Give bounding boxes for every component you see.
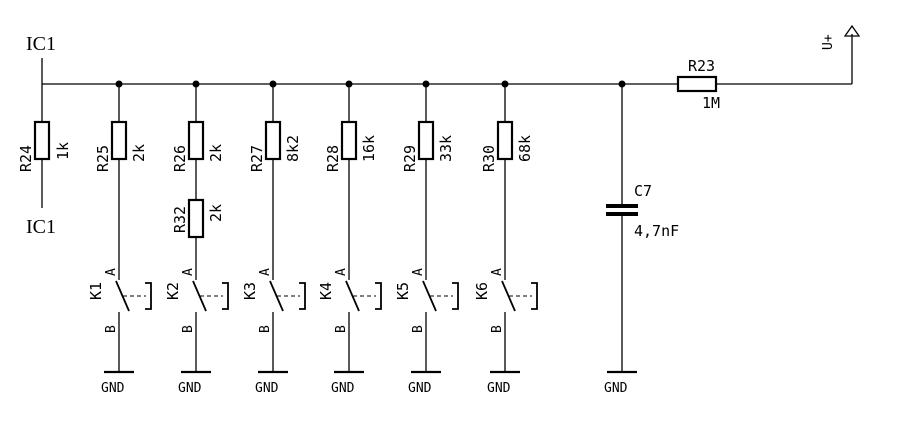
switch-name: K2 — [164, 282, 182, 300]
switch-pin-a: A — [411, 268, 426, 276]
r32-value: 2k — [207, 204, 225, 222]
branch-resistor-value: 33k — [437, 135, 455, 162]
switch-name: K4 — [317, 282, 335, 300]
supply-label: U+ — [821, 34, 836, 50]
switch-pin-b: B — [104, 325, 119, 333]
r24-name: R24 — [17, 145, 35, 172]
switch-name: K5 — [394, 282, 412, 300]
switch-actuator-bracket — [222, 282, 229, 310]
branch-resistor-name: R30 — [480, 145, 498, 172]
switch-pin-a: A — [334, 268, 349, 276]
switch-pin-a: A — [104, 268, 119, 276]
branch-resistor-body — [496, 120, 514, 161]
switch-actuator-bracket — [452, 282, 459, 310]
r24-body — [33, 120, 51, 161]
switch-pin-a: A — [490, 268, 505, 276]
branch-resistor-name: R29 — [401, 145, 419, 172]
ic1-top-label: IC1 — [26, 33, 56, 55]
switch-actuator-bracket — [145, 282, 152, 310]
switch-lever — [345, 280, 360, 312]
switch-pin-a: A — [181, 268, 196, 276]
c7-ground-label: GND — [604, 381, 628, 396]
switch-pin-b: B — [411, 325, 426, 333]
branch-resistor-value: 68k — [516, 135, 534, 162]
r23-value: 1M — [702, 94, 720, 112]
switch-pin-b: B — [334, 325, 349, 333]
branch-resistor-name: R28 — [324, 145, 342, 172]
ground-label: GND — [331, 381, 355, 396]
switch-pin-b: B — [258, 325, 273, 333]
supply-arrow — [843, 24, 861, 37]
ic1-bottom-label: IC1 — [26, 216, 56, 238]
branch-resistor-name: R25 — [94, 145, 112, 172]
switch-pin-b: B — [490, 325, 505, 333]
ground-label: GND — [101, 381, 125, 396]
switch-lever — [269, 280, 284, 312]
switch-name: K1 — [87, 282, 105, 300]
switch-lever — [422, 280, 437, 312]
ground-label: GND — [255, 381, 279, 396]
r32-body — [187, 198, 205, 239]
switch-actuator-bracket — [375, 282, 382, 310]
r23-body — [676, 75, 718, 93]
ground-label: GND — [408, 381, 432, 396]
branch-resistor-value: 2k — [130, 144, 148, 162]
branch-resistor-value: 8k2 — [284, 135, 302, 162]
branch-resistor-value: 2k — [207, 144, 225, 162]
switch-pin-a: A — [258, 268, 273, 276]
branch-resistor-body — [340, 120, 358, 161]
switch-lever — [115, 280, 130, 312]
branch-resistor-body — [187, 120, 205, 161]
branch-resistor-name: R26 — [171, 145, 189, 172]
r24-value: 1k — [54, 142, 72, 160]
switch-pin-b: B — [181, 325, 196, 333]
branch-resistor-name: R27 — [248, 145, 266, 172]
branch-resistor-body — [110, 120, 128, 161]
c7-name: C7 — [634, 182, 652, 200]
switch-name: K3 — [241, 282, 259, 300]
switch-actuator-bracket — [299, 282, 306, 310]
c7-junction — [618, 80, 626, 88]
c7-value: 4,7nF — [634, 222, 679, 240]
r23-name: R23 — [688, 57, 715, 75]
switch-lever — [501, 280, 516, 312]
branch-resistor-body — [417, 120, 435, 161]
switch-actuator-bracket — [531, 282, 538, 310]
ground-label: GND — [487, 381, 511, 396]
branch-resistor-value: 16k — [360, 135, 378, 162]
switch-name: K6 — [473, 282, 491, 300]
switch-lever — [192, 280, 207, 312]
ground-label: GND — [178, 381, 202, 396]
r32-name: R32 — [171, 206, 189, 233]
branch-resistor-body — [264, 120, 282, 161]
